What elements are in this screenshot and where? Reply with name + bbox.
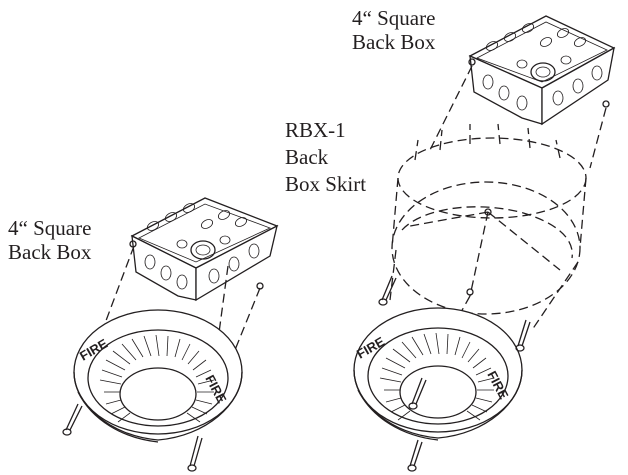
right-screw-3	[408, 377, 427, 410]
left-back-box-label: 4“ Square Back Box	[8, 216, 91, 264]
right-detector: FIRE FIRE	[353, 307, 523, 441]
right-back-box	[468, 15, 616, 126]
left-back-box-label-line1: 4“ Square	[8, 216, 92, 240]
skirt-label-line1: RBX-1	[285, 118, 346, 142]
left-back-box-label-line2: Back Box	[8, 240, 92, 264]
right-back-box-label-line1: 4“ Square	[352, 6, 436, 30]
left-detector: FIRE FIRE	[73, 309, 243, 443]
right-back-box-label-line2: Back Box	[352, 30, 436, 54]
left-back-box	[129, 197, 279, 302]
left-screw-1	[62, 403, 83, 436]
right-screw-4	[407, 439, 423, 472]
right-screw-1	[378, 275, 397, 306]
left-screw-2	[187, 435, 203, 472]
skirt-label-line3: Box Skirt	[285, 172, 367, 196]
right-back-box-label: 4“ Square Back Box	[352, 6, 435, 54]
skirt-label: RBX-1 Back Box Skirt	[285, 117, 366, 198]
rbx1-skirt	[391, 123, 587, 315]
skirt-label-line2: Back	[285, 145, 329, 169]
right-screw-2	[515, 319, 531, 352]
